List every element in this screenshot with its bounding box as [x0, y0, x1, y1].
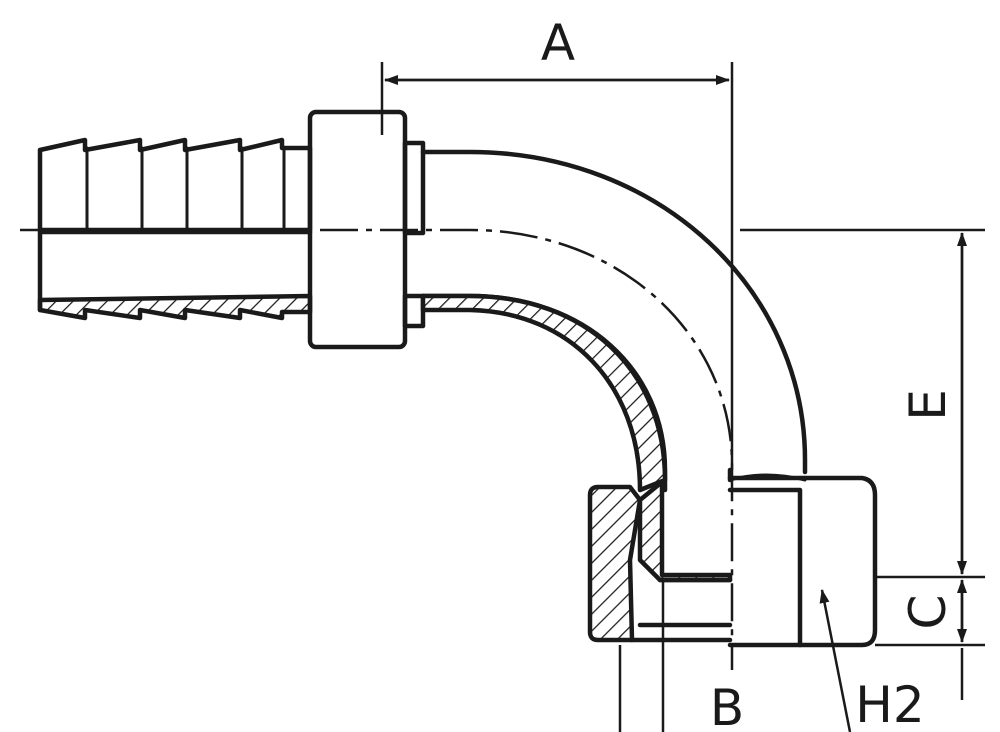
leader-h2: H2: [819, 589, 925, 732]
dimension-e-label: E: [899, 389, 957, 421]
h2-label: H2: [855, 676, 924, 732]
nipple-section-hatch: [637, 479, 733, 583]
dimension-a-label: A: [541, 14, 575, 72]
dimension-c-label: C: [899, 595, 957, 630]
dimension-b-label: B: [710, 679, 744, 732]
dimension-a: A: [380, 14, 734, 470]
elbow-pipe: [420, 149, 808, 493]
elbow-section-hatch: [420, 293, 668, 493]
nut-section-hatch: [587, 484, 643, 643]
dimension-c: C: [899, 579, 967, 700]
dimension-e: E: [740, 228, 985, 647]
barb-section-hatch: [37, 293, 313, 321]
hex-nut: [587, 473, 878, 648]
centerlines: [20, 228, 734, 670]
dimension-b: B: [618, 580, 744, 732]
